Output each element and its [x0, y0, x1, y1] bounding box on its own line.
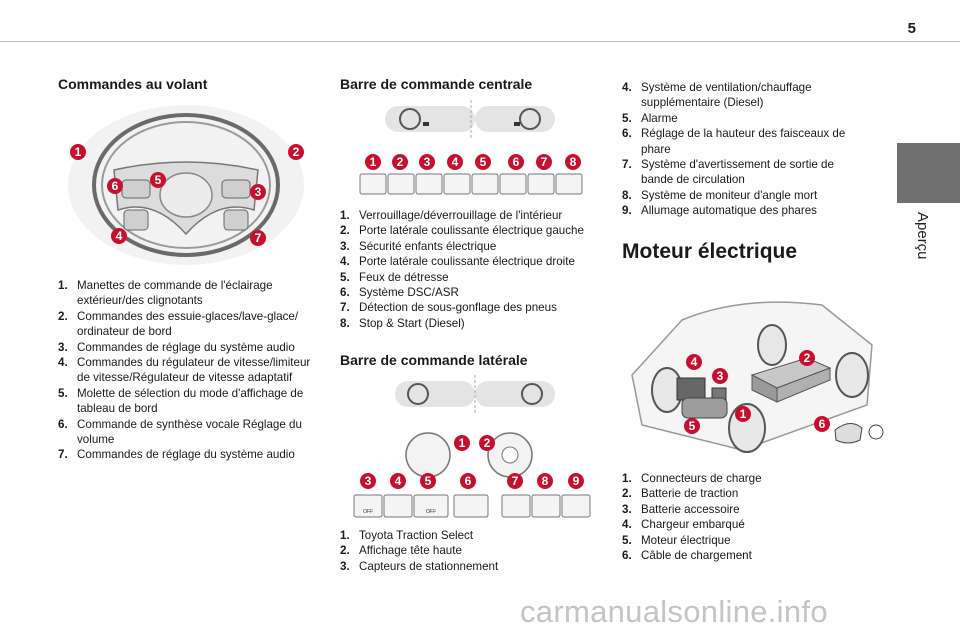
list-item: 3.Sécurité enfants électrique — [340, 239, 497, 253]
list-item: 2.Affichage tête haute — [340, 544, 462, 558]
callout-6: 6 — [112, 179, 119, 193]
lateral-callout-5: 5 — [425, 474, 432, 488]
lateral-callout-6: 6 — [465, 474, 472, 488]
central-callout-1: 1 — [370, 155, 377, 169]
central-bar-title: Barre de commande centrale — [340, 76, 533, 92]
list-item: 3.Commandes de réglage du système audio — [58, 340, 295, 354]
list-item: 4.Chargeur embarqué — [622, 518, 745, 532]
list-item: 4.Commandes du régulateur de vitesse/lim… — [58, 356, 311, 385]
motor-list: 1.Connecteurs de charge 2.Batterie de tr… — [622, 471, 862, 563]
electric-motor-illustration: 1 2 3 4 5 6 — [631, 301, 884, 453]
list-item: 8.Stop & Start (Diesel) — [340, 316, 465, 330]
lateral-bar-section: Barre de commande latérale — [340, 352, 600, 368]
watermark: carmanualsonline.info — [520, 594, 828, 629]
motor-callout-2: 2 — [804, 351, 811, 365]
list-item: 5.Moteur électrique — [622, 533, 731, 547]
lateral-callout-8: 8 — [542, 474, 549, 488]
list-item: 3.Capteurs de stationnement — [340, 559, 499, 573]
central-bar-section: Barre de commande centrale — [340, 76, 600, 92]
section-tab[interactable] — [897, 143, 960, 203]
page-number: 5 — [907, 20, 916, 37]
list-item: 7.Système d'avertissement de sortie de b… — [622, 158, 834, 187]
list-item: 6.Câble de chargement — [622, 549, 752, 563]
central-callout-5: 5 — [480, 155, 487, 169]
lateral-callout-7: 7 — [512, 474, 519, 488]
section-tab-label: Aperçu — [914, 212, 931, 260]
list-item: 7.Détection de sous-gonflage des pneus — [340, 301, 557, 315]
list-item: 3.Batterie accessoire — [622, 502, 740, 516]
lateral-bar-title: Barre de commande latérale — [340, 352, 528, 368]
motor-callout-1: 1 — [740, 407, 747, 421]
list-item: 2.Commandes des essuie-glaces/lave-glace… — [58, 309, 299, 339]
lateral-callout-3: 3 — [365, 474, 372, 488]
lane-off-label: OFF — [426, 509, 436, 515]
lateral-bar-list: 1.Toyota Traction Select 2.Affichage têt… — [340, 528, 602, 574]
list-item: 9.Allumage automatique des phares — [622, 204, 817, 218]
list-item: 4.Système de ventilation/chauffage suppl… — [622, 81, 812, 110]
parking-off-label: OFF — [363, 509, 373, 515]
list-item: 7.Commandes de réglage du système audio — [58, 448, 295, 462]
steering-list: 1.Manettes de commande de l'éclairage ex… — [58, 278, 313, 463]
central-callout-6: 6 — [513, 155, 520, 169]
motor-callout-4: 4 — [691, 355, 698, 369]
list-item: 2.Porte latérale coulissante électrique … — [340, 224, 584, 238]
central-callout-2: 2 — [397, 155, 404, 169]
callout-3: 3 — [255, 185, 262, 199]
steering-title: Commandes au volant — [58, 76, 208, 92]
lateral-callout-4: 4 — [395, 474, 402, 488]
list-item: 8.Système de moniteur d'angle mort — [622, 188, 818, 202]
steering-wheel-illustration: 1 2 3 4 5 6 7 — [68, 105, 304, 265]
list-item: 4.Porte latérale coulissante électrique … — [340, 255, 575, 269]
central-callout-3: 3 — [424, 155, 431, 169]
callout-2: 2 — [293, 145, 300, 159]
steering-section: Commandes au volant — [58, 76, 313, 92]
list-item: 1.Manettes de commande de l'éclairage ex… — [58, 279, 273, 308]
lateral-callout-9: 9 — [573, 474, 580, 488]
lateral-callout-2: 2 — [484, 436, 491, 450]
callout-badges — [70, 144, 304, 246]
central-bar-list: 1.Verrouillage/déverrouillage de l'intér… — [340, 208, 602, 331]
list-item: 1.Connecteurs de charge — [622, 472, 762, 485]
lateral-callout-1: 1 — [459, 436, 466, 450]
list-item: 1.Verrouillage/déverrouillage de l'intér… — [340, 209, 563, 222]
callout-7: 7 — [255, 231, 262, 245]
central-callout-4: 4 — [452, 155, 459, 169]
callout-5: 5 — [155, 173, 162, 187]
list-item: 6.Système DSC/ASR — [340, 286, 459, 300]
lateral-bar-list-continued: 4.Système de ventilation/chauffage suppl… — [622, 80, 862, 219]
list-item: 5.Alarme — [622, 111, 678, 125]
header-rule — [0, 41, 960, 42]
motor-callout-3: 3 — [717, 369, 724, 383]
motor-callout-5: 5 — [689, 419, 696, 433]
callout-1: 1 — [75, 145, 82, 159]
list-item: 2.Batterie de traction — [622, 487, 739, 501]
list-item: 1.Toyota Traction Select — [340, 529, 474, 542]
lateral-bar-illustration: 1 2 3 4 5 6 7 8 9 OFF OFF — [353, 375, 591, 518]
central-callout-8: 8 — [570, 155, 577, 169]
list-item: 6.Réglage de la hauteur des faisceaux de… — [622, 127, 846, 156]
central-bar-illustration: 1 2 3 4 5 6 7 8 — [359, 100, 583, 195]
central-callout-7: 7 — [541, 155, 548, 169]
list-item: 5.Feux de détresse — [340, 270, 449, 284]
list-item: 5.Molette de sélection du mode d'afficha… — [58, 386, 304, 416]
motor-title: Moteur électrique — [622, 240, 798, 263]
motor-section: Moteur électrique — [622, 240, 882, 264]
motor-callout-6: 6 — [819, 417, 826, 431]
list-item: 6.Commande de synthèse vocale Réglage du… — [58, 417, 302, 447]
callout-4: 4 — [116, 229, 123, 243]
